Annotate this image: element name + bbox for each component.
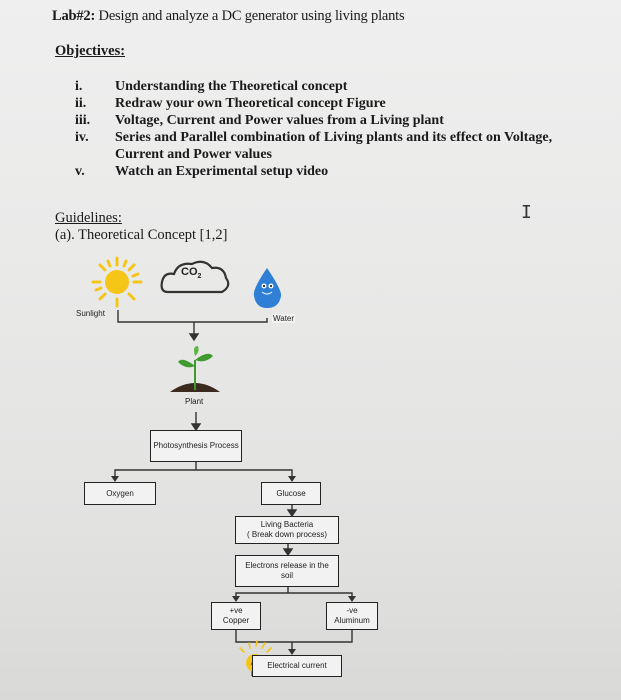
objective-text: Watch an Experimental setup video: [115, 164, 329, 179]
aluminum-label: Aluminum: [334, 616, 370, 625]
water-drop-icon: [253, 268, 282, 308]
bacteria-box: Living Bacteria ( Break down process): [235, 516, 339, 544]
electrons-line2: soil: [280, 571, 293, 580]
objective-text: Series and Parallel combination of Livin…: [115, 130, 553, 145]
lab-title: Lab#2: Design and analyze a DC generator…: [52, 8, 405, 25]
sunlight-label: Sunlight: [76, 309, 105, 318]
plant-label: Plant: [185, 397, 204, 406]
co2-cloud-icon: [160, 260, 230, 294]
objective-number: iii.: [75, 113, 91, 128]
aluminum-electrode-box: -ve Aluminum: [326, 602, 378, 630]
objective-number: ii.: [75, 96, 87, 111]
bacteria-line1: Living Bacteria: [260, 520, 314, 529]
guidelines-heading: Guidelines:: [55, 210, 122, 226]
electrons-box: Electrons release in the soil: [235, 555, 339, 587]
negative-label: -ve: [346, 606, 358, 615]
glucose-box: Glucose: [261, 482, 321, 505]
electrons-line1: Electrons release in the: [245, 561, 329, 570]
text-cursor-icon: I: [521, 202, 532, 223]
oxygen-box: Oxygen: [84, 482, 156, 505]
bacteria-line2: ( Break down process): [246, 530, 328, 539]
lab-title-text: Design and analyze a DC generator using …: [95, 8, 405, 24]
objective-number: i.: [75, 79, 83, 94]
co2-text: CO: [181, 266, 198, 278]
positive-label: +ve: [229, 606, 243, 615]
co2-subscript: 2: [197, 273, 202, 281]
objectives-heading: Objectives:: [55, 43, 126, 59]
concept-subheading: (a). Theoretical Concept [1,2]: [55, 227, 228, 243]
copper-label: Copper: [222, 616, 250, 625]
objective-text: Current and Power values: [115, 147, 272, 162]
plant-icon: [170, 346, 220, 392]
objective-number: iv.: [75, 130, 89, 145]
electrical-current-box: Electrical current: [252, 655, 342, 677]
objective-text: Redraw your own Theoretical concept Figu…: [115, 96, 386, 111]
lab-number: Lab#2:: [52, 8, 96, 24]
objective-text: Voltage, Current and Power values from a…: [115, 113, 444, 128]
objective-text: Understanding the Theoretical concept: [115, 79, 348, 94]
photosynthesis-box: Photosynthesis Process: [150, 430, 242, 462]
objective-number: v.: [75, 164, 85, 179]
co2-label: CO2: [181, 266, 201, 280]
copper-electrode-box: +ve Copper: [211, 602, 261, 630]
water-label: Water: [272, 314, 296, 323]
sun-icon: [91, 256, 143, 308]
